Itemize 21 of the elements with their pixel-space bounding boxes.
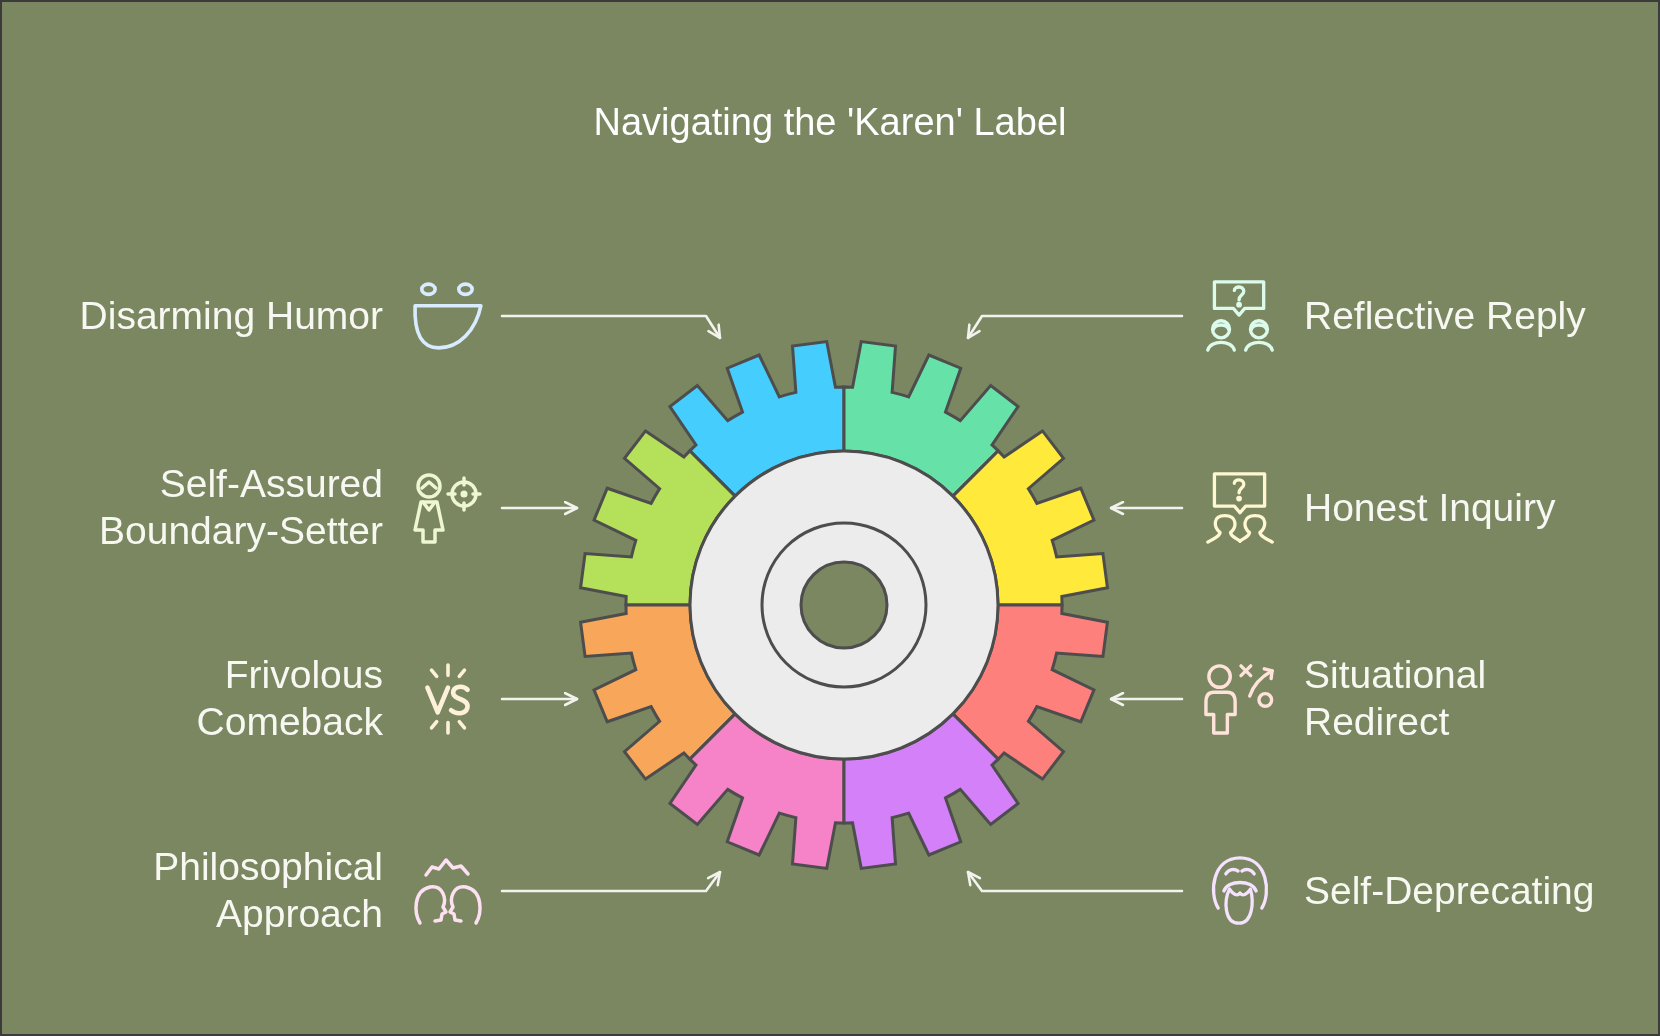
arrow [1109,691,1184,707]
node-label: Situational Redirect [1304,652,1488,745]
node-label: Self-Assured Boundary-Setter [98,461,383,554]
node-label: Reflective Reply [1304,292,1586,339]
arrow [966,870,1184,893]
title: Navigating the 'Karen' Label [593,100,1067,145]
arrow [500,870,722,893]
node-label: Honest Inquiry [1304,484,1556,531]
arrow [1109,500,1184,516]
node-label: Frivolous Comeback [195,652,383,745]
arrow [500,314,722,340]
arrow [500,691,579,707]
gear-segment [842,712,1020,870]
arrow [500,500,579,516]
node-label: Self-Deprecating [1304,867,1595,914]
node-label: Philosophical Approach [152,844,383,937]
gear-segment [579,429,737,607]
node-label: Disarming Humor [79,292,383,339]
gear-segment [668,712,846,870]
gear-segment [951,429,1109,607]
arrow [966,314,1184,340]
